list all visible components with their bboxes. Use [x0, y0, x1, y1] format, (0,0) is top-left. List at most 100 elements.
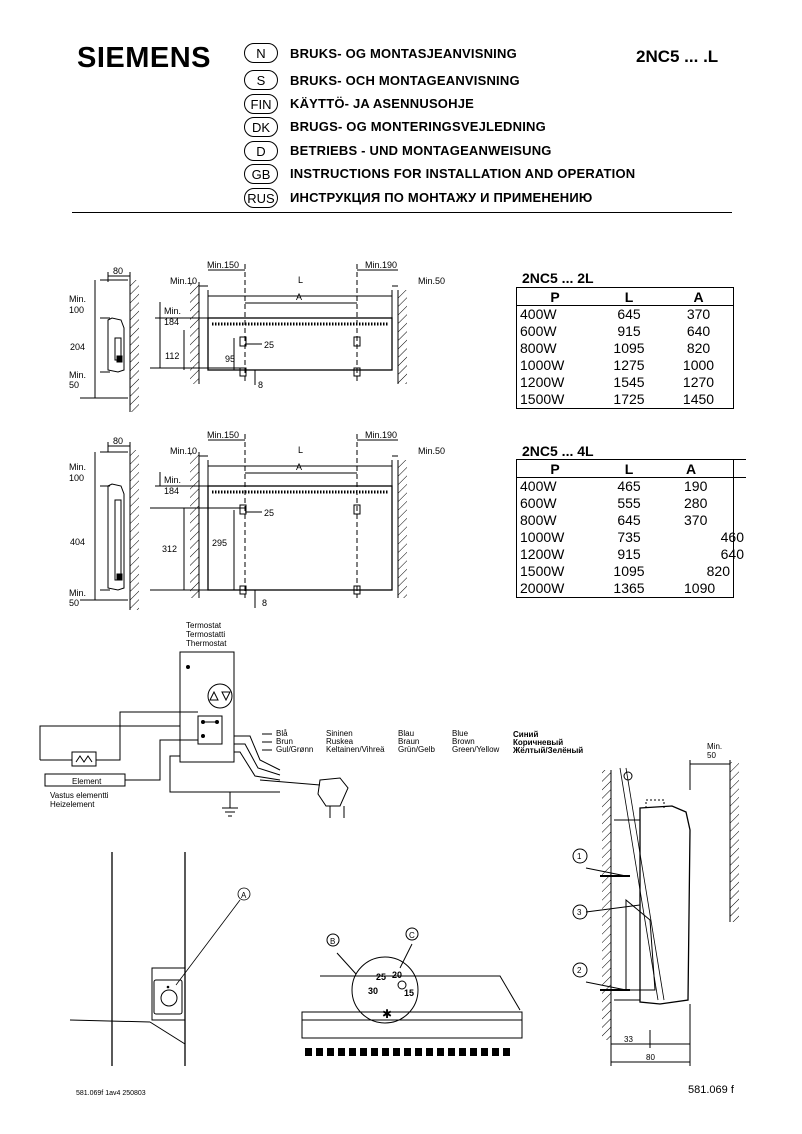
dim-label: L — [298, 275, 303, 285]
dim-label: L — [298, 445, 303, 455]
callout-b-label: B — [330, 937, 335, 946]
table-cell: 2000W — [520, 580, 565, 596]
callout-c-label: C — [409, 931, 415, 940]
heating-label: Heizelement — [50, 800, 95, 809]
thermostat-label: Termostatti — [186, 630, 225, 639]
table-4l: P L A 400W 465 190 600W 555 280 800W 645… — [516, 459, 746, 597]
drawing-4l-labels: 80 Min.10 Min.150 Min.190 Min.50 L A Min… — [69, 430, 445, 608]
footer-doc-code: 581.069f 1av4 250803 — [76, 1090, 146, 1097]
table-cell: 800W — [520, 512, 557, 528]
table-cell: 645 — [617, 512, 641, 528]
table-4l-frame — [516, 459, 734, 598]
dim-label: Min.150 — [207, 260, 239, 270]
table-cell: 400W — [520, 306, 557, 322]
dim-label: Min.10 — [170, 276, 197, 286]
drawing-4l — [80, 434, 407, 610]
heating-label: Vastus elementti — [50, 791, 109, 800]
drawing-2l-labels: 80 Min.10 Min.150 Min.190 Min.50 L A Min… — [69, 260, 445, 390]
callout-a-label: A — [241, 891, 247, 900]
dim-label: Min. — [69, 588, 86, 598]
lang-code-d: D — [244, 141, 278, 161]
brand-logo: SIEMENS — [77, 42, 212, 74]
table-cell: 280 — [684, 495, 708, 511]
table-row: 400W 465 190 — [516, 478, 746, 496]
wire-color-label: Green/Yellow — [452, 745, 500, 754]
dim-label: Min. — [69, 370, 86, 380]
thermostat-label: Termostat — [186, 621, 222, 630]
wire-color-label: Gul/Grønn — [276, 745, 313, 754]
table-cell: 190 — [684, 478, 708, 494]
table-cell: 915 — [617, 323, 641, 339]
dim-label: Min.190 — [365, 260, 397, 270]
model-number: 2NC5 ... .L — [636, 47, 719, 66]
dim-label: Min. — [707, 742, 722, 751]
table-cell: 1095 — [613, 340, 645, 356]
dim-label: 204 — [70, 342, 85, 352]
thermostat-label: Thermostat — [186, 639, 227, 648]
dim-label: Min.10 — [170, 446, 197, 456]
dial-labels: B C 30 25 20 15 ✱ — [330, 931, 415, 1021]
detail-dial — [301, 927, 523, 1039]
wire-color-label: Braun — [398, 737, 419, 746]
lang-title-fin: KÄYTTÖ- JA ASENNUSOHJE — [290, 96, 475, 111]
table-row: 800W 645 370 — [516, 512, 746, 529]
element-label: Element — [72, 777, 102, 786]
dim-label: 8 — [258, 380, 263, 390]
table-cell: 555 — [617, 495, 641, 511]
dim-label: 80 — [113, 266, 123, 276]
table-2l-frame — [516, 287, 734, 409]
lang-title-rus: ИНСТРУКЦИЯ ПО МОНТАЖУ И ПРИМЕНЕНИЮ — [290, 190, 593, 205]
table-row: 1200W 1545 1270 — [516, 374, 733, 391]
wire-color-label: Синий — [513, 730, 538, 739]
wire-color-label: Keltainen/Vihreä — [326, 745, 385, 754]
callout-2-label: 2 — [577, 966, 582, 975]
snowflake-icon: ✱ — [382, 1007, 392, 1021]
callout-1-label: 1 — [577, 852, 582, 861]
dim-label: 50 — [707, 751, 716, 760]
lang-title-dk: BRUGS- OG MONTERINGSVEJLEDNING — [290, 119, 546, 134]
dim-label: 312 — [162, 544, 177, 554]
table-cell: 1200W — [520, 546, 565, 562]
table-row: 800W 1095 820 — [516, 340, 733, 357]
dim-label: 112 — [165, 351, 179, 361]
dim-label: 25 — [264, 340, 274, 350]
table-cell: 370 — [684, 512, 708, 528]
wire-color-label: Blå — [276, 729, 288, 738]
lang-title-gb: INSTRUCTIONS FOR INSTALLATION AND OPERAT… — [290, 166, 636, 181]
table-row: 600W 915 640 — [516, 323, 733, 340]
table-cell: 1000W — [520, 357, 565, 373]
dim-label: 404 — [70, 537, 85, 547]
table-cell: 645 — [617, 306, 641, 322]
lang-code-n: N — [244, 43, 278, 63]
table-cell: 820 — [706, 563, 730, 579]
footer-doc-number: 581.069 f — [688, 1084, 734, 1096]
lang-code-fin: FIN — [244, 94, 278, 114]
table-row: 1500W 1095 820 — [516, 563, 746, 580]
dim-label: Min.50 — [418, 276, 445, 286]
wall-mount-labels: 1 3 2 Min. 50 33 80 — [577, 742, 722, 1062]
drawing-2l — [80, 264, 407, 412]
table-4l-header-l: L — [594, 459, 664, 478]
table-cell: 735 — [617, 529, 641, 545]
header-divider — [72, 212, 732, 213]
dim-label: Min. — [164, 306, 181, 316]
detail-side-view — [69, 852, 251, 1066]
lang-title-n: BRUKS- OG MONTASJEANVISNING — [290, 46, 517, 61]
table-cell: 1000 — [682, 357, 715, 373]
table-2l-header-a: A — [664, 287, 733, 306]
table-cell: 820 — [686, 340, 711, 356]
wire-color-label: Коричневый — [513, 738, 563, 747]
table-cell: 1500W — [520, 563, 565, 579]
table-row: 1000W 735 460 — [516, 529, 746, 546]
lang-code-s: S — [244, 70, 278, 90]
table-cell: 1000W — [520, 529, 565, 545]
wiring-labels: Termostat Termostatti Thermostat Element… — [50, 621, 583, 809]
table-cell: 1450 — [682, 391, 715, 407]
dim-label: 295 — [212, 538, 227, 548]
wiring-diagram — [39, 651, 349, 818]
wire-color-label: Sininen — [326, 729, 353, 738]
table-2l-header-p: P — [516, 287, 594, 306]
dim-label: Min. — [69, 294, 86, 304]
lang-title-d: BETRIEBS - UND MONTAGEANWEISUNG — [290, 143, 552, 158]
dim-label: Min.190 — [365, 430, 397, 440]
